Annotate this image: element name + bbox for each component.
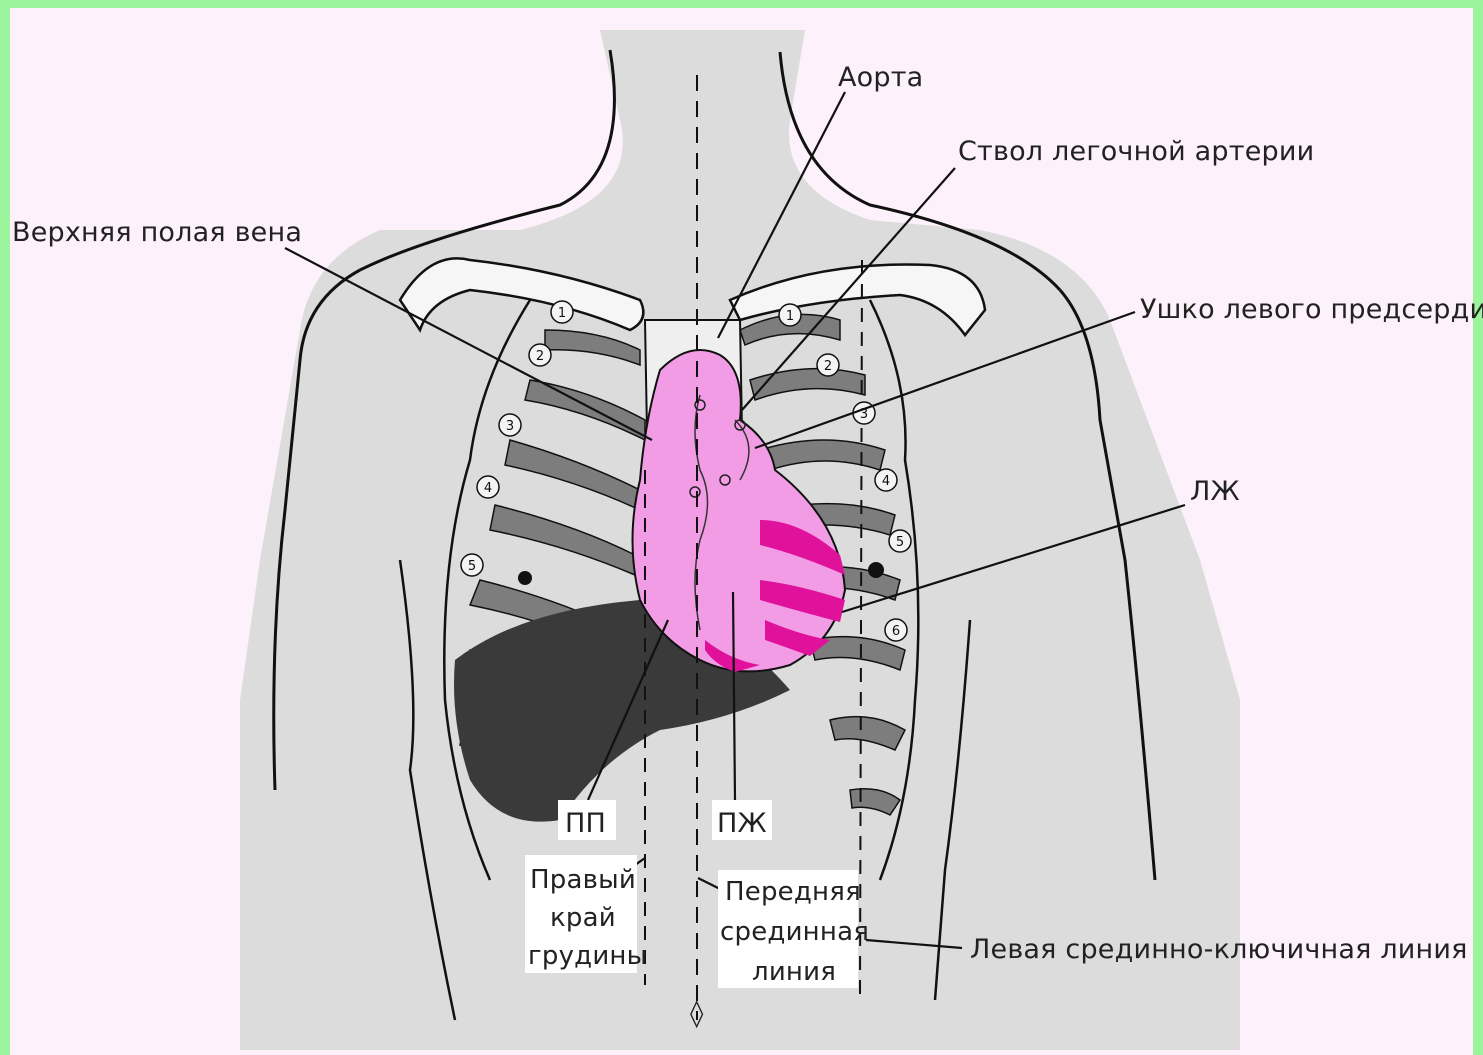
- label-superior-vena-cava: Верхняя полая вена: [12, 217, 302, 248]
- rib-number-right-4: 4: [484, 481, 492, 496]
- label-right-sternal-border-3: грудины: [528, 941, 647, 971]
- nipple-right: [518, 571, 532, 585]
- rib-number-right-3: 3: [506, 419, 514, 434]
- rib-number-left-6: 6: [892, 624, 900, 639]
- rib-number-left-1: 1: [786, 309, 794, 324]
- rib-number-right-2: 2: [536, 349, 544, 364]
- label-pulmonary-trunk: Ствол легочной артерии: [958, 136, 1314, 167]
- label-left-atrial-appendage: Ушко левого предсердия: [1140, 294, 1483, 325]
- label-aorta: Аорта: [838, 62, 923, 93]
- rib-number-right-1: 1: [558, 306, 566, 321]
- rib-number-left-5: 5: [896, 535, 904, 550]
- label-anterior-midline-1: Передняя: [725, 877, 861, 907]
- label-anterior-midline-2: срединная: [720, 917, 869, 947]
- label-right-sternal-border-2: край: [550, 903, 616, 933]
- label-left-ventricle: ЛЖ: [1190, 476, 1240, 507]
- label-right-sternal-border-1: Правый: [530, 865, 636, 895]
- label-left-midclavicular-line: Левая срединно-ключичная линия: [970, 934, 1468, 965]
- label-right-ventricle: ПЖ: [717, 808, 767, 839]
- rib-number-left-2: 2: [824, 359, 832, 374]
- rib-number-left-4: 4: [882, 474, 890, 489]
- midline-end-mark: ◊: [690, 998, 704, 1029]
- rib-number-right-5: 5: [468, 559, 476, 574]
- nipple-left: [868, 562, 884, 578]
- label-right-atrium: ПП: [565, 808, 606, 839]
- label-anterior-midline-3: линия: [752, 957, 836, 987]
